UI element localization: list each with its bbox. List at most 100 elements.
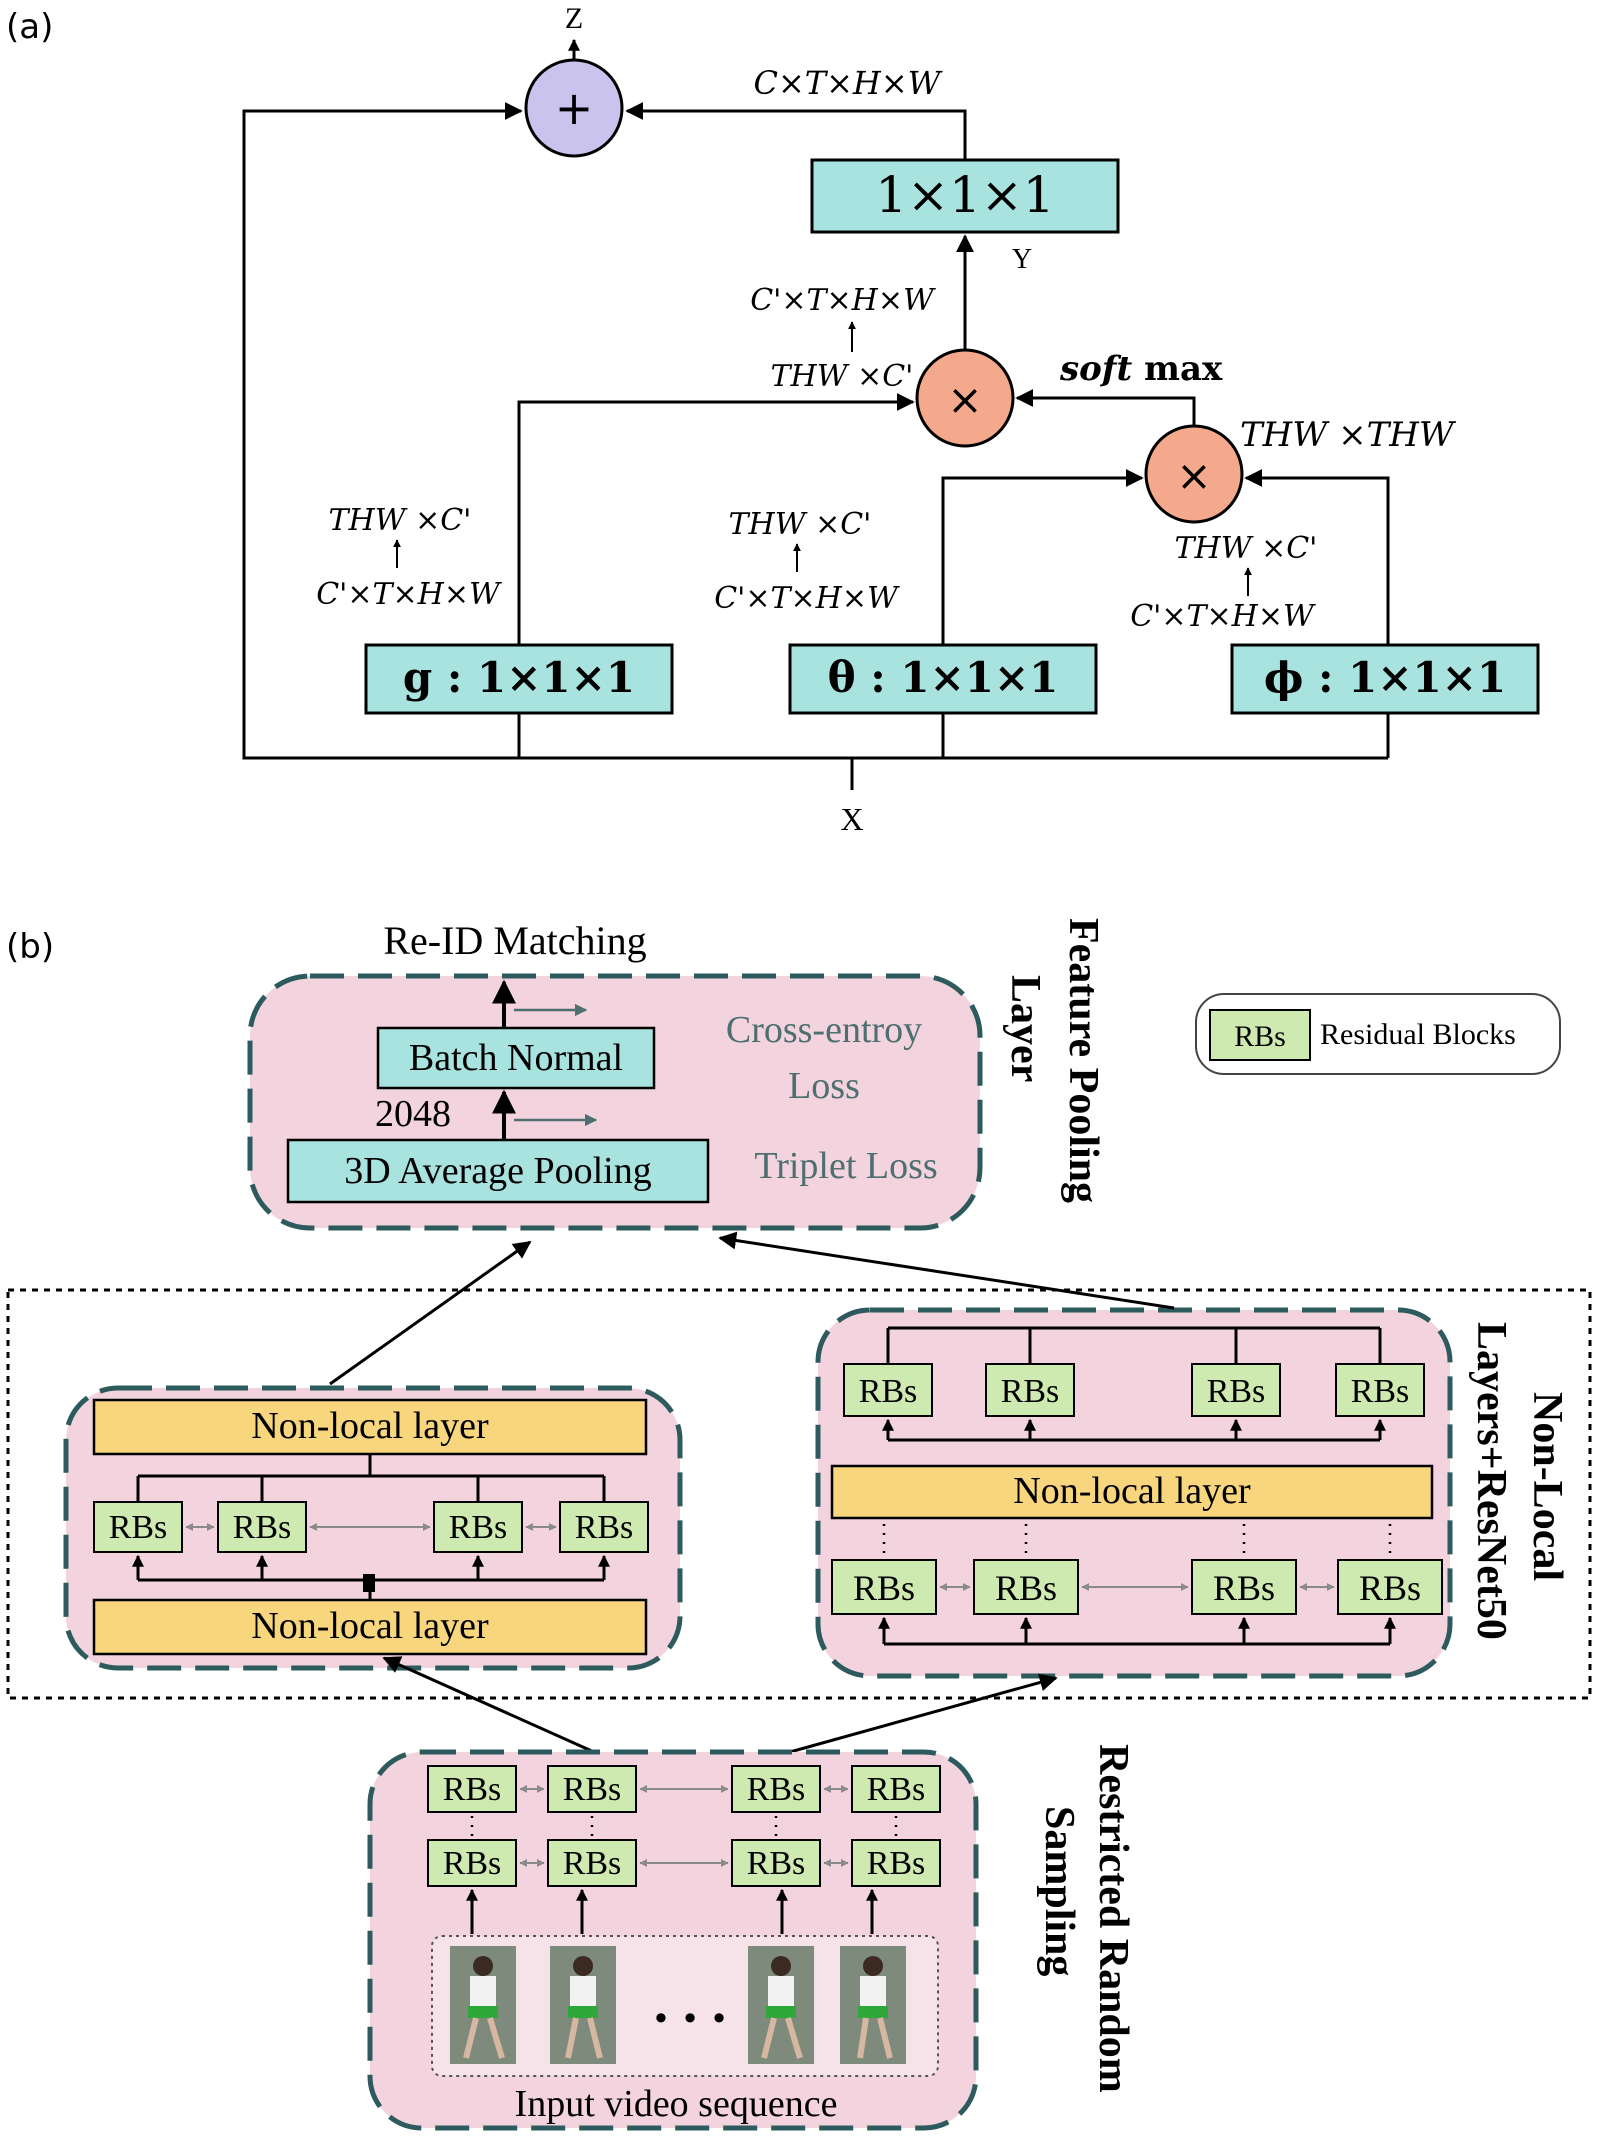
dim-after-mult: C'×T×H×W [750, 283, 936, 318]
left-nonlocal-layer-bottom [92, 1598, 648, 1656]
right-bottom-rb-4 [1337, 1559, 1443, 1615]
sample-bottom-rb-3-label: RBs [747, 1845, 806, 1882]
sample-bottom-rb-1-label: RBs [443, 1845, 502, 1882]
right-nonlocal-layer [830, 1464, 1434, 1520]
multiply-sign-2: × [1176, 451, 1211, 500]
left-rb-4-label: RBs [575, 1509, 634, 1546]
right-bottom-rb-2 [973, 1559, 1079, 1615]
dim-thw-thw: THW ×THW [1240, 415, 1457, 455]
right-bottom-rb-1-label: RBs [853, 1568, 915, 1608]
right-top-rb-4-label: RBs [1351, 1373, 1410, 1410]
video-frame-2 [550, 1946, 616, 2064]
sample-bottom-rb-2-label: RBs [563, 1845, 622, 1882]
right-bottom-rb-4-label: RBs [1359, 1568, 1421, 1608]
multiply-sign-1: × [947, 375, 982, 424]
sample-top-rb-1 [427, 1765, 517, 1813]
input-video-label: Input video sequence [515, 2083, 838, 2125]
mult2-to-mult1 [1015, 389, 1196, 426]
sample-top-rb-2-label: RBs [563, 1771, 622, 1808]
dim-top: C×T×H×W [753, 64, 943, 102]
legend-rb-swatch [1209, 1009, 1311, 1061]
sample-bottom-rb-4-label: RBs [867, 1845, 926, 1882]
feature-pooling-title-2: Layer [1002, 975, 1048, 1082]
dim-thwc-phi: THW ×C' [1175, 531, 1318, 566]
sample-top-rb-2 [547, 1765, 637, 1813]
dim-thwc-theta: THW ×C' [729, 507, 872, 542]
left-upper-tree [136, 1454, 606, 1502]
left-rb-3 [433, 1501, 523, 1553]
ce-loss-label-2: Loss [788, 1065, 860, 1107]
conv-g-label: g : 1×1×1 [403, 653, 635, 702]
legend-text: Residual Blocks [1320, 1018, 1516, 1051]
left-nonlocal-layer-bottom-label: Non-local layer [251, 1605, 489, 1647]
input-x-label: X [840, 801, 863, 837]
nonlocal-side-title-2: Layers+ResNet50 [1468, 1322, 1514, 1640]
left-junction-mark [363, 1574, 375, 1592]
right-nonlocal-layer-label: Non-local layer [1013, 1470, 1251, 1512]
reid-matching-label: Re-ID Matching [383, 918, 646, 963]
right-top-rb-3-label: RBs [1207, 1373, 1266, 1410]
softmax-soft: soft [1059, 349, 1132, 389]
dim-2048-label: 2048 [375, 1093, 451, 1135]
nonlocal-side-title-1: Non-Local [1524, 1392, 1570, 1581]
batch-normal-label: Batch Normal [409, 1037, 623, 1079]
g-to-mult1 [517, 393, 915, 645]
softmax-label: soft max [1059, 349, 1223, 389]
sample-bottom-rb-1 [427, 1839, 517, 1887]
output-z-label: Z [565, 2, 583, 35]
left-nonlocal-layer-top [92, 1398, 648, 1456]
softmax-max: max [1132, 349, 1223, 389]
skip-connection [242, 102, 1388, 790]
right-top-rb-2-label: RBs [1001, 1373, 1060, 1410]
panel-b: (b) Re-ID Matching Batch Normal 2048 3D … [6, 918, 1592, 2131]
panel-connection-arrows [329, 1231, 1175, 1754]
feature-pooling-title-1: Feature Pooling [1060, 918, 1106, 1203]
right-bottom-rb-2-label: RBs [995, 1568, 1057, 1608]
dim-ctwh-phi: C'×T×H×W [1130, 599, 1316, 634]
video-frame-3 [748, 1946, 814, 2064]
restricted-title-2: Sampling [1036, 1806, 1082, 1976]
left-rb-2 [217, 1501, 307, 1553]
restricted-title-1: Restricted Random [1090, 1744, 1136, 2093]
right-dotted-stacks [882, 1524, 1392, 1558]
left-rb-1-label: RBs [109, 1509, 168, 1546]
right-top-rb-4 [1335, 1363, 1425, 1417]
triplet-loss-label: Triplet Loss [754, 1145, 937, 1187]
right-top-rb-3 [1191, 1363, 1281, 1417]
avg-pooling-label: 3D Average Pooling [344, 1150, 651, 1192]
right-bottom-tree [878, 1616, 1396, 1646]
panel-b-tag: (b) [6, 927, 54, 967]
sample-top-rb-4 [851, 1765, 941, 1813]
video-frame-1 [450, 1946, 516, 2064]
sample-dotted-stacks [470, 1816, 898, 1838]
panel-a: (a) X + Z 1×1×1 C×T×H×W Y × C'×T×H×W THW… [6, 2, 1540, 837]
frame-to-rb-arrows [466, 1888, 878, 1934]
ce-loss-label-1: Cross-entroy [726, 1009, 922, 1051]
right-mid-tree [882, 1418, 1386, 1442]
sample-bottom-rb-3 [731, 1839, 821, 1887]
theta-to-mult2 [941, 469, 1144, 645]
conv-top-box [810, 158, 1120, 234]
phi-to-mult2 [1244, 469, 1390, 645]
conv-phi-label: ϕ : 1×1×1 [1264, 653, 1506, 702]
sample-top-rb-1-label: RBs [443, 1771, 502, 1808]
conv-top-to-sum [625, 102, 967, 160]
sample-top-rb-4-label: RBs [867, 1771, 926, 1808]
sample-top-rb-3-label: RBs [747, 1771, 806, 1808]
sample-bottom-rb-2 [547, 1839, 637, 1887]
panel-a-tag: (a) [6, 7, 53, 47]
dim-thwc-mid: THW ×C' [771, 359, 914, 394]
left-nonlocal-layer-top-label: Non-local layer [251, 1405, 489, 1447]
frames-ellipsis: • • • [652, 2000, 729, 2038]
dim-ctwh-theta: C'×T×H×W [714, 581, 900, 616]
dim-ctwh-g: C'×T×H×W [316, 577, 502, 612]
left-rb-1 [93, 1501, 183, 1553]
left-rb-4 [559, 1501, 649, 1553]
right-top-tree [886, 1326, 1382, 1364]
left-rb-3-label: RBs [449, 1509, 508, 1546]
legend-rb-label: RBs [1234, 1020, 1286, 1053]
avg-pooling-box [286, 1138, 710, 1204]
plus-sign: + [555, 81, 594, 135]
right-top-rb-1 [843, 1363, 933, 1417]
